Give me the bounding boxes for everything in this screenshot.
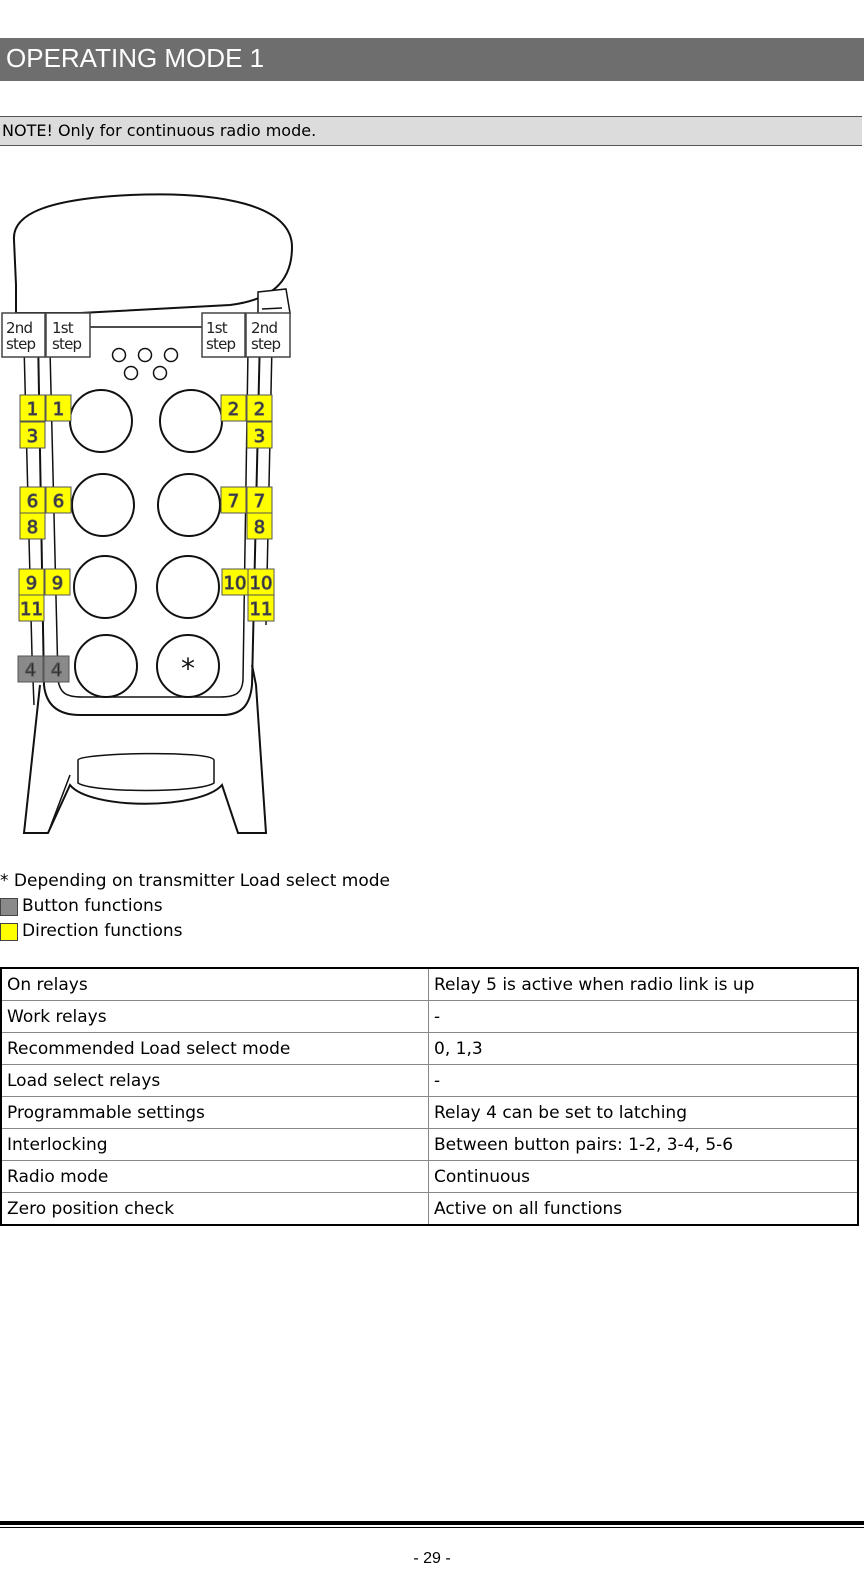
svg-text:2nd: 2nd [6,319,32,337]
svg-text:3: 3 [254,426,265,447]
svg-text:8: 8 [27,517,38,538]
function-labels: 1 1 3 2 2 3 6 6 8 7 7 8 9 9 11 10 10 [17,394,275,683]
legend-direction-functions: Direction functions [0,919,390,944]
svg-text:11: 11 [20,599,43,620]
svg-text:step: step [206,335,236,353]
svg-text:10: 10 [224,573,247,594]
table-row: Work relays- [1,1000,858,1033]
svg-text:step: step [52,335,82,353]
svg-text:step: step [6,335,36,353]
section-title-bar: OPERATING MODE 1 [0,38,864,81]
svg-text:4: 4 [51,660,62,681]
page-number: - 29 - [413,1550,451,1567]
footer-rule [0,1521,864,1525]
transmitter-top-dome [12,193,294,314]
legend-footnote: * Depending on transmitter Load select m… [0,871,391,891]
transmitter-base [22,664,268,834]
button-1 [69,389,133,453]
svg-text:9: 9 [52,573,63,594]
svg-text:1: 1 [27,399,38,420]
transmitter-diagram: * 2nd step 1st step 1st step 2nd step 1 … [1,193,294,834]
side-bracket [257,288,291,316]
button-4 [157,473,221,537]
legend-button-functions: Button functions [0,894,390,919]
svg-text:1st: 1st [206,319,228,337]
note-text: NOTE! Only for continuous radio mode. [2,121,317,140]
svg-text:6: 6 [53,491,64,512]
button-8 [156,634,220,698]
footer-rule-thin [0,1527,864,1528]
button-3 [71,473,135,537]
svg-text:11: 11 [250,599,273,620]
button-7 [74,634,138,698]
grey-swatch [0,897,18,916]
section-title: OPERATING MODE 1 [6,43,265,73]
yellow-swatch [0,922,18,941]
button-6 [156,555,220,619]
svg-text:2: 2 [228,399,239,420]
transmitter-body [37,334,261,716]
svg-text:1: 1 [53,399,64,420]
asterisk-label: * [181,652,195,685]
svg-text:10: 10 [250,573,273,594]
svg-text:3: 3 [27,426,38,447]
svg-text:step: step [251,335,281,353]
svg-text:8: 8 [254,517,265,538]
note-banner: NOTE! Only for continuous radio mode. [0,116,862,146]
svg-text:2nd: 2nd [251,319,277,337]
legend: * Depending on transmitter Load select m… [0,869,390,944]
svg-text:7: 7 [228,491,239,512]
svg-text:4: 4 [25,660,36,681]
button-5 [73,555,137,619]
svg-text:1st: 1st [52,319,74,337]
svg-text:6: 6 [27,491,38,512]
svg-text:7: 7 [254,491,265,512]
remote-buttons [69,389,223,698]
table-row: Load select relays- [1,1064,858,1097]
svg-text:2: 2 [254,399,265,420]
button-2 [159,389,223,453]
indicator-leds [111,347,179,381]
svg-text:9: 9 [26,573,37,594]
step-labels: 2nd step 1st step 1st step 2nd step [1,312,291,358]
